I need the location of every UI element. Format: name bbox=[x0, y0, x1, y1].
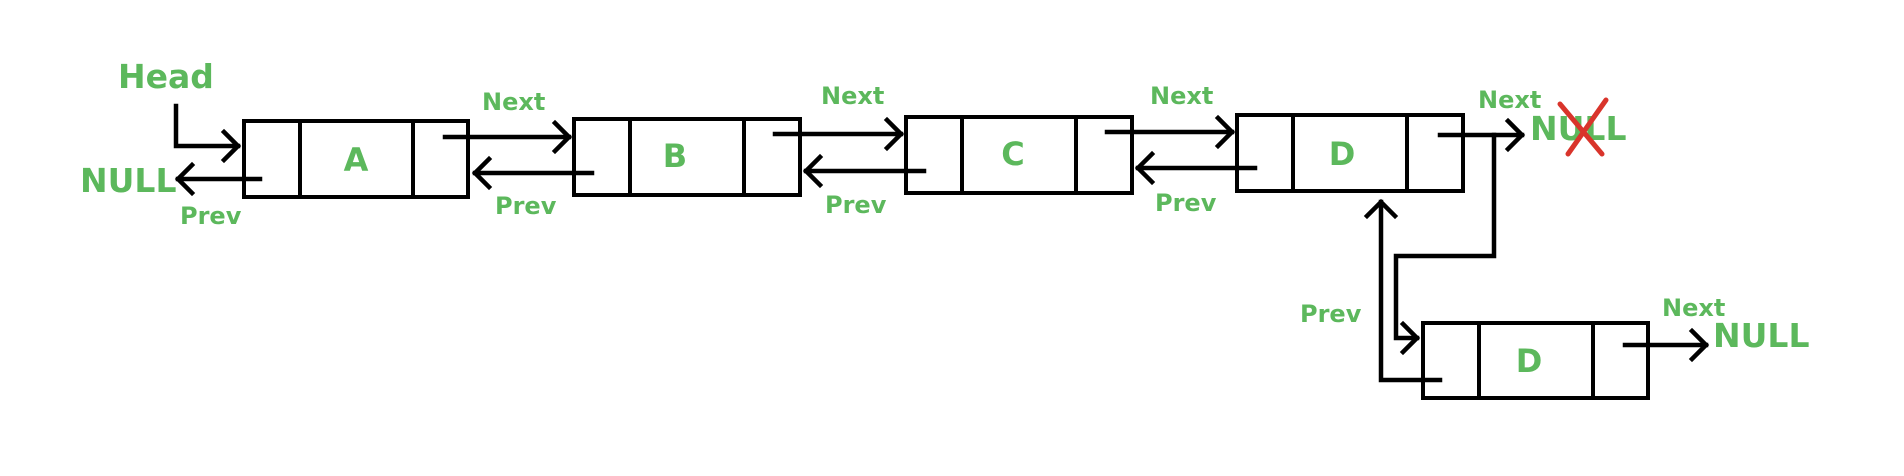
a-next-arrowhead bbox=[551, 119, 573, 155]
c-next-arrowhead bbox=[1214, 114, 1236, 150]
dnew-prev-arrow bbox=[1378, 199, 1443, 383]
delete-cross-icon bbox=[1557, 97, 1609, 157]
head-pointer bbox=[173, 103, 241, 149]
c-prev-arrowhead bbox=[802, 153, 824, 189]
node-c: C bbox=[904, 115, 1134, 195]
prev-label-b: Prev bbox=[495, 192, 557, 220]
prev-label-dnew: Prev bbox=[1300, 300, 1362, 328]
head-arrowhead bbox=[220, 128, 242, 164]
prev-label-d: Prev bbox=[1155, 189, 1217, 217]
node-d-value: D bbox=[1329, 135, 1356, 173]
b-next-arrowhead bbox=[883, 116, 905, 152]
node-c-value: C bbox=[1001, 135, 1024, 173]
next-label-d: Next bbox=[1478, 86, 1541, 114]
head-label: Head bbox=[118, 57, 214, 96]
next-label-b: Next bbox=[821, 82, 884, 110]
a-prev-arrowhead bbox=[174, 161, 196, 197]
node-b-value: B bbox=[663, 137, 687, 175]
node-b: B bbox=[572, 117, 802, 197]
next-label-dnew: Next bbox=[1662, 294, 1725, 322]
prev-label-a: Prev bbox=[180, 202, 242, 230]
d-next-new-arrow bbox=[1393, 132, 1497, 341]
d-next-new-arrowhead bbox=[1399, 320, 1421, 356]
next-label-c: Next bbox=[1150, 82, 1213, 110]
b-prev-arrowhead bbox=[471, 155, 493, 191]
prev-label-c: Prev bbox=[825, 191, 887, 219]
node-d-new-value: D bbox=[1516, 342, 1543, 380]
next-label-a: Next bbox=[482, 88, 545, 116]
null-label-left: NULL bbox=[80, 161, 176, 200]
node-d-new: D bbox=[1421, 321, 1650, 400]
null-label-new: NULL bbox=[1713, 316, 1809, 355]
node-a-value: A bbox=[344, 141, 369, 179]
node-a: A bbox=[242, 119, 470, 199]
node-d: D bbox=[1235, 113, 1465, 193]
d-prev-arrowhead bbox=[1134, 150, 1156, 186]
d-next-old-arrowhead bbox=[1504, 117, 1526, 153]
dnew-next-arrowhead bbox=[1688, 327, 1710, 363]
dnew-prev-arrowhead bbox=[1363, 198, 1399, 220]
